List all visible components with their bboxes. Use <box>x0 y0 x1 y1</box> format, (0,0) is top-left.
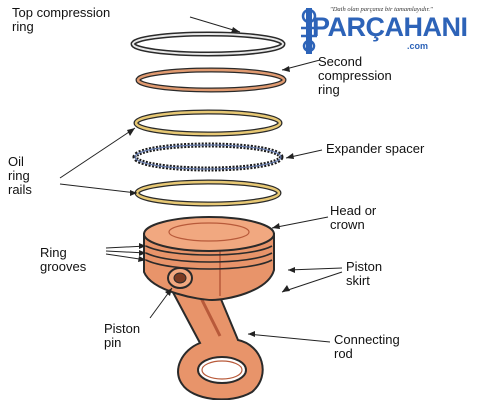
leader-skirt-2 <box>281 271 343 293</box>
expander-spacer <box>132 142 284 172</box>
leader-head <box>271 216 329 229</box>
label-expander-spacer: Expander spacer <box>326 141 425 156</box>
leader-oil-rail-lower <box>59 183 138 194</box>
label-piston-pin: Piston pin <box>104 321 141 350</box>
label-ring-grooves: Ring grooves <box>40 245 87 274</box>
leader-rod <box>247 333 331 343</box>
second-compression-ring <box>135 67 287 93</box>
label-second-compression-ring: Second compression ring <box>318 54 392 97</box>
label-oil-ring-rails: Oil ring rails <box>8 154 32 197</box>
oil-ring-rail-upper <box>133 109 283 137</box>
piston-pin <box>167 267 193 289</box>
leader-oil-rail-upper <box>59 127 136 179</box>
label-connecting-rod: Connecting rod <box>334 332 400 361</box>
label-head-or-crown: Head or crown <box>330 203 377 232</box>
leader-top-ring <box>189 16 241 33</box>
label-piston-skirt: Piston skirt <box>346 259 383 288</box>
logo-emblem-icon <box>301 8 317 54</box>
oil-ring-rail-lower <box>134 179 282 207</box>
brand-domain: .com <box>407 41 429 51</box>
brand-name: PARÇAHANI <box>312 12 468 42</box>
piston <box>143 216 275 302</box>
leader-arrowheads <box>127 27 295 337</box>
label-top-compression-ring: Top compression ring <box>12 5 111 34</box>
brand-tagline: "Daih olan parçanız bir tamamlayıdır." <box>330 6 433 13</box>
brand-logo: "Daih olan parçanız bir tamamlayıdır." P… <box>298 2 498 62</box>
leader-skirt-1 <box>287 267 343 271</box>
connecting-rod <box>158 267 264 400</box>
top-compression-ring <box>130 31 286 57</box>
